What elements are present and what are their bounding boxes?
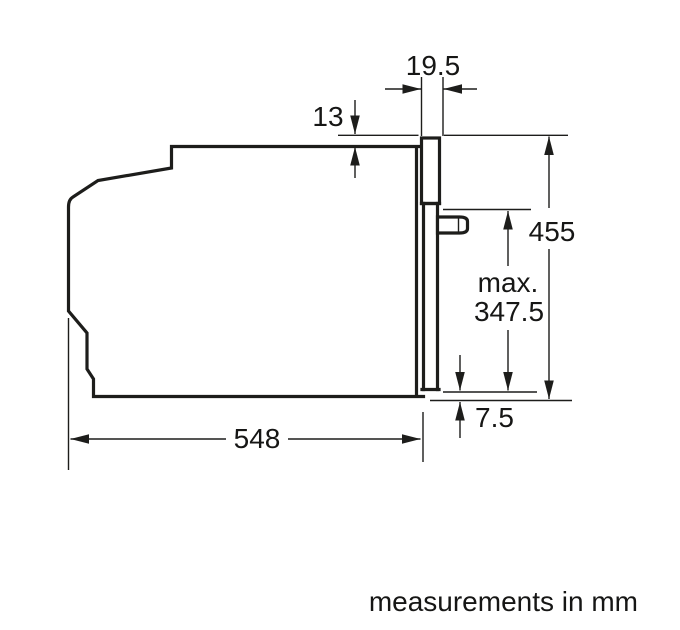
door-swing-value-label: 347.5: [474, 296, 544, 327]
frame-depth-label: 19.5: [406, 50, 461, 81]
top-offset-label: 13: [312, 101, 343, 132]
body-depth-label: 548: [234, 423, 281, 454]
oven-body-outline: [66, 144, 426, 399]
front-height-label: 455: [529, 216, 576, 247]
units-caption: measurements in mm: [369, 586, 638, 617]
door-handle: [435, 215, 470, 235]
bottom-gap-label: 7.5: [475, 402, 514, 433]
control-panel-section: [419, 136, 442, 206]
door-swing-prefix-label: max.: [478, 267, 539, 298]
